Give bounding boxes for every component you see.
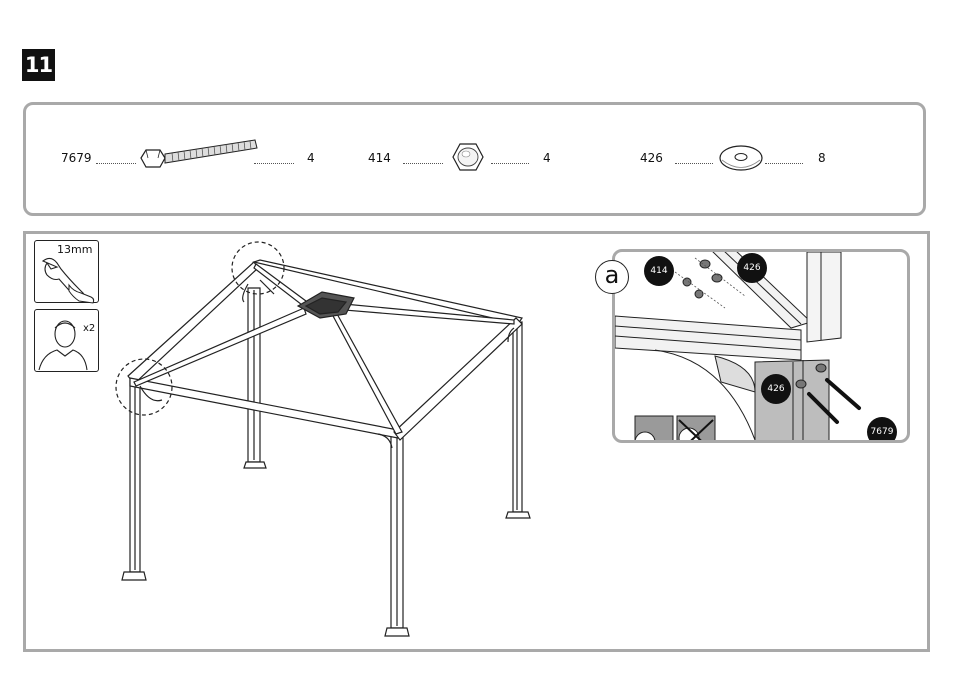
leader-dots xyxy=(403,163,443,164)
leader-dots xyxy=(491,163,529,164)
part-qty-414: 4 xyxy=(543,151,551,165)
leader-dots xyxy=(765,163,803,164)
detail-letter-a: a xyxy=(595,260,629,294)
part-id-414: 414 xyxy=(368,151,391,165)
bolt-icon xyxy=(138,136,260,182)
wrench-tool-box: 13mm xyxy=(34,240,99,303)
cap-nut-icon xyxy=(449,138,489,176)
gazebo-frame-illustration xyxy=(110,236,550,646)
detail-a-panel: 414 426 426 7679 xyxy=(612,249,910,443)
washer-icon xyxy=(718,143,764,173)
callout-7679: 7679 xyxy=(867,417,897,443)
wrench-icon xyxy=(39,255,97,301)
part-qty-7679: 4 xyxy=(307,151,315,165)
step-number: 11 xyxy=(22,49,55,81)
leader-dots xyxy=(675,163,713,164)
callout-426-top: 426 xyxy=(737,253,767,283)
people-count-label: x2 xyxy=(83,323,95,334)
part-id-7679: 7679 xyxy=(61,151,92,165)
part-qty-426: 8 xyxy=(818,151,826,165)
leader-dots xyxy=(254,163,294,164)
person-icon xyxy=(37,314,87,370)
two-person-box: x2 xyxy=(34,309,99,372)
leader-dots xyxy=(96,163,136,164)
callout-426-bottom: 426 xyxy=(761,374,791,404)
callout-414: 414 xyxy=(644,256,674,286)
part-id-426: 426 xyxy=(640,151,663,165)
